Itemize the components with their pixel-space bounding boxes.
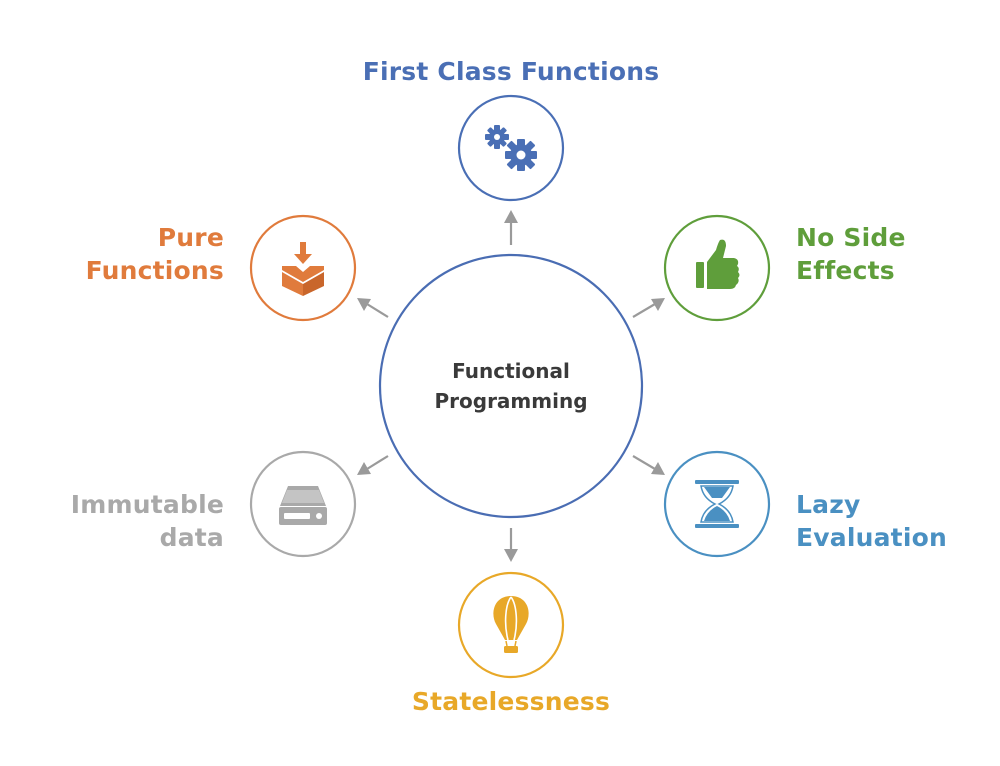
label-no-side-effects: No Side Effects — [796, 223, 906, 285]
node-lazy-evaluation — [663, 450, 771, 558]
label-lazy-evaluation: Lazy Evaluation — [796, 490, 947, 552]
arrows — [357, 210, 665, 562]
arrow-to-lazy-evaluation — [632, 455, 665, 475]
hourglass-icon — [695, 480, 739, 528]
node-immutable-data — [249, 450, 357, 558]
node-circle-no-side-effects — [663, 214, 771, 322]
thumbs-up-icon — [696, 239, 740, 289]
node-circle-lazy-evaluation — [663, 450, 771, 558]
node-circle-pure-functions — [249, 214, 357, 322]
node-first-class-functions — [457, 94, 565, 202]
center-label-line1: Functional — [452, 359, 570, 383]
arrow-to-first-class-functions — [504, 210, 518, 245]
box-download-icon — [282, 242, 324, 296]
arrow-to-immutable-data — [357, 455, 389, 475]
arrow-to-statelessness — [504, 528, 518, 562]
node-circle-first-class-functions — [457, 94, 565, 202]
center-circle — [378, 253, 644, 519]
arrow-to-no-side-effects — [632, 298, 665, 318]
node-circle-statelessness — [457, 571, 565, 679]
node-statelessness — [457, 571, 565, 679]
label-statelessness: Statelessness — [411, 687, 611, 716]
node-pure-functions — [249, 214, 357, 322]
label-pure-functions: Pure Functions — [85, 223, 224, 285]
center-label: Functional Programming — [380, 356, 642, 416]
center-label-line2: Programming — [434, 389, 588, 413]
gears-icon — [485, 125, 537, 171]
arrow-to-pure-functions — [357, 298, 389, 318]
label-first-class-functions: First Class Functions — [362, 57, 660, 86]
hot-air-balloon-icon — [493, 596, 529, 653]
label-immutable-data: Immutable data — [70, 490, 224, 552]
node-no-side-effects — [663, 214, 771, 322]
node-circle-immutable-data — [249, 450, 357, 558]
hard-drive-icon — [279, 486, 327, 525]
